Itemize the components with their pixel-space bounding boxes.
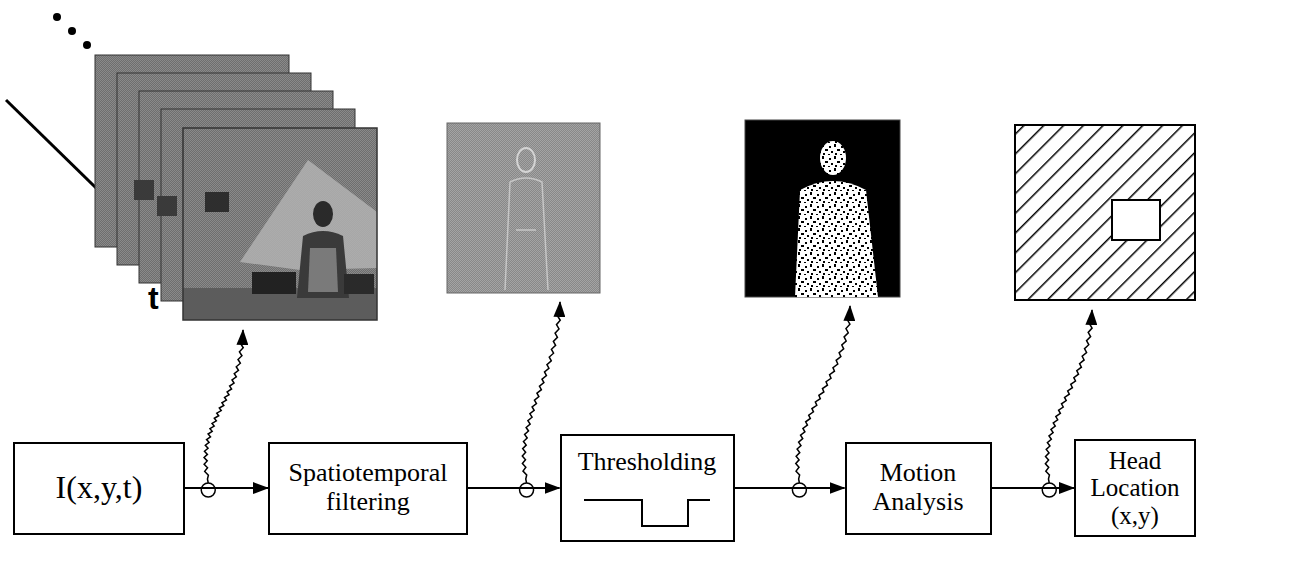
tap-circle [792,483,806,497]
box-label: Head Location (x,y) [1084,447,1186,530]
box-label: I(x,y,t) [23,470,175,505]
video-frames [95,55,377,320]
ellipsis-dot [83,41,91,49]
head-location-map [1015,125,1195,300]
flow-arrow [735,487,845,489]
thresholded-image [745,120,900,297]
tap-circle [201,483,215,497]
threshold-box: Thresholding [560,434,735,542]
flow-arrow [468,487,560,489]
filtered-image [447,123,600,293]
output-arrow [796,306,850,483]
tap-circle [1042,483,1056,497]
input-box: I(x,y,t) [13,442,185,535]
flow-arrow [992,487,1075,489]
process-box: Motion Analysis [845,442,992,535]
box-label: Thresholding [570,448,725,477]
output-box: Head Location (x,y) [1074,439,1196,538]
ellipsis-dot [53,13,61,21]
ellipsis-dot [68,27,76,35]
box-label: Motion Analysis [855,459,982,516]
box-label: Spatiotemporal filtering [278,459,458,516]
output-arrow [204,330,243,483]
flow-arrow [185,487,268,489]
process-box: Spatiotemporal filtering [268,442,468,535]
output-arrow [522,302,560,483]
tap-circle [520,483,534,497]
threshold-symbol [582,496,712,530]
axis-label: t [148,280,159,317]
